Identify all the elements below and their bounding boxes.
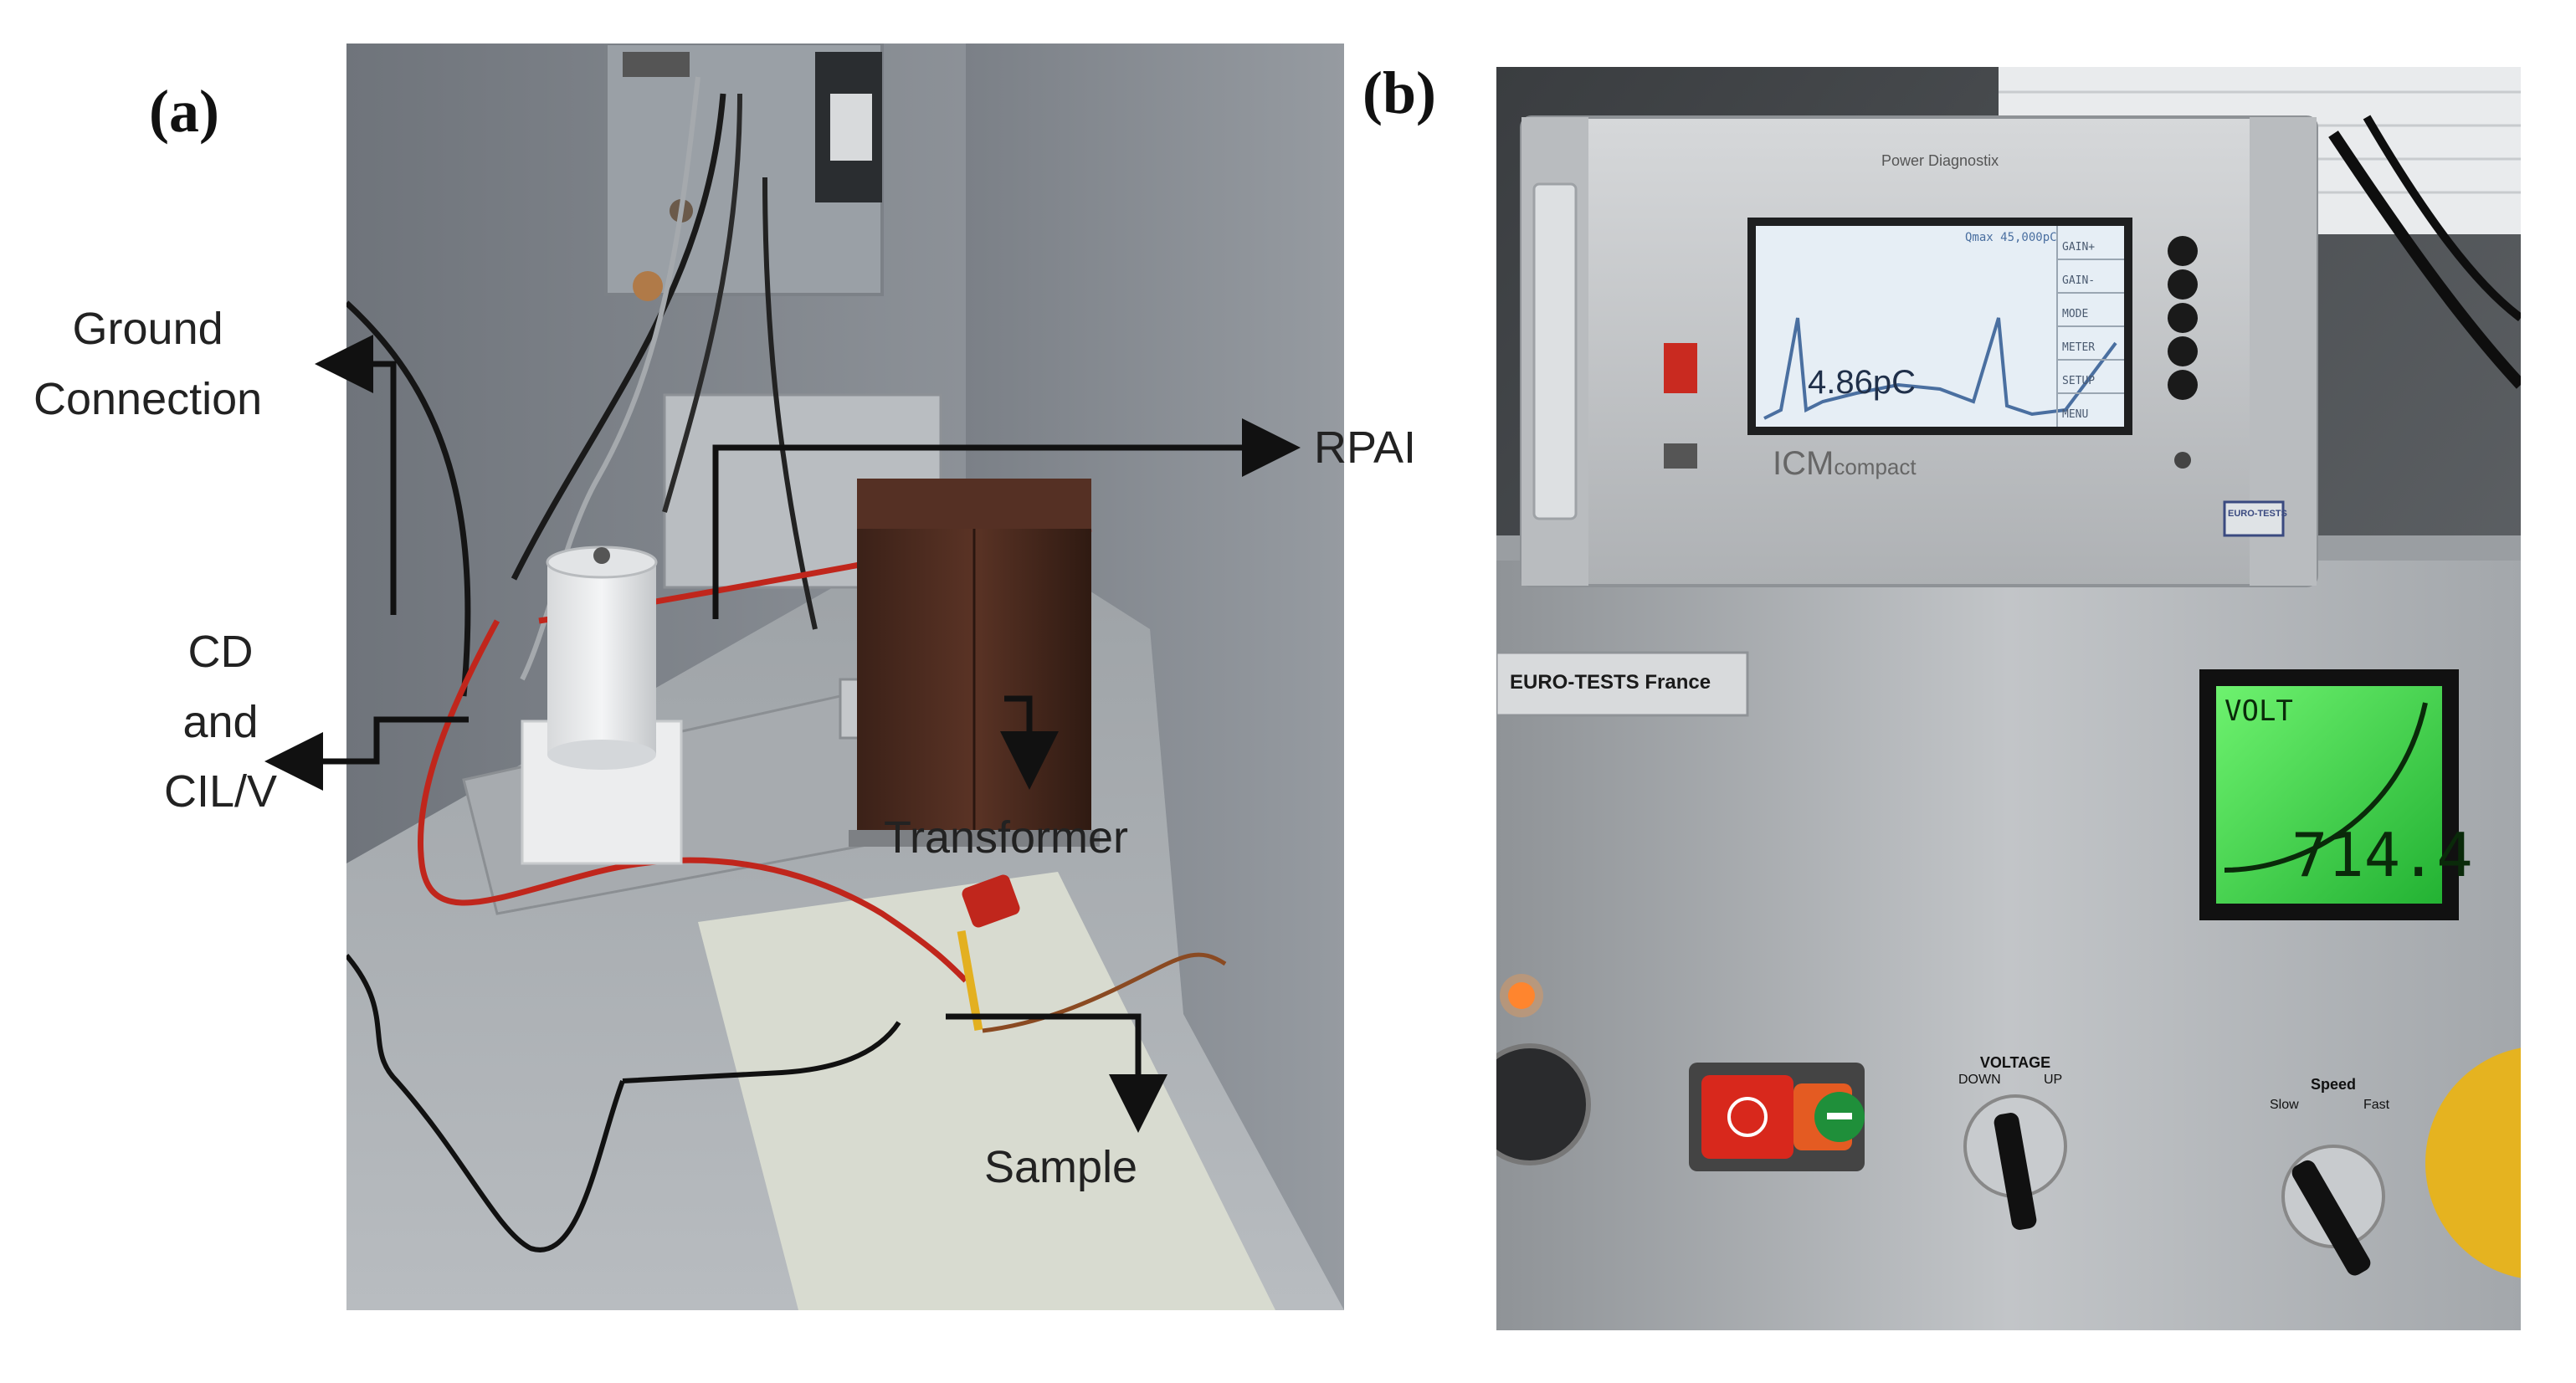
voltage-knob-title: VOLTAGE	[1979, 1054, 2051, 1071]
panel-nameplate: EURO-TESTS France	[1510, 671, 1711, 694]
callout-rpai: RPAI	[1314, 423, 1417, 473]
callout-sample: Sample	[984, 1142, 1138, 1192]
callout-ground-line1: Ground	[72, 304, 223, 354]
speed-knob-title: Speed	[2310, 1076, 2357, 1093]
voltage-knob-up: UP	[2044, 1073, 2063, 1087]
menu-menu: MENU	[2062, 408, 2089, 421]
ground-arrow	[315, 335, 397, 615]
callout-cd-line2: and	[182, 696, 259, 747]
callout-ground-line2: Connection	[33, 373, 263, 424]
device-brand-main: ICM	[1773, 445, 1835, 482]
panel-b-label: (b)	[1362, 59, 1436, 126]
menu-meter: METER	[2062, 341, 2096, 354]
device-brand-sub: compact	[1834, 454, 1917, 479]
meter-label: VOLT	[2224, 694, 2293, 728]
speed-knob-fast: Fast	[2363, 1098, 2390, 1112]
screen-top-readout: Qmax 45,000pC	[1965, 231, 2057, 244]
rpai-arrow	[712, 418, 1301, 619]
callout-cd-ciil: CD and CIL/V	[164, 617, 277, 827]
menu-gain-minus: GAIN-	[2062, 274, 2096, 287]
callout-transformer: Transformer	[884, 812, 1129, 863]
callout-ground-connection: Ground Connection	[33, 295, 262, 434]
cd-arrow	[264, 716, 469, 791]
menu-setup: SETUP	[2062, 375, 2096, 387]
panel-a-label: (a)	[149, 78, 219, 145]
device-badge: EURO-TESTS	[2228, 509, 2287, 519]
photo-test-chamber	[346, 44, 1344, 1310]
screen-pc-reading: 4.86pC	[1808, 364, 1916, 401]
screen-menu: GAIN+ GAIN- MODE METER SETUP MENU	[2062, 231, 2122, 432]
meter-reading: 714.4	[2291, 820, 2473, 890]
callout-cd-line3: CIL/V	[164, 766, 278, 817]
sample-arrow	[946, 1013, 1167, 1133]
callout-cd-line1: CD	[187, 627, 254, 677]
speed-knob-slow: Slow	[2270, 1098, 2299, 1112]
photo-measurement-instrument: Power Diagnostix Qmax 45,000pC 4.86pC GA…	[1496, 67, 2521, 1330]
voltage-knob-down: DOWN	[1958, 1073, 2001, 1087]
menu-gain-plus: GAIN+	[2062, 241, 2096, 254]
menu-mode: MODE	[2062, 308, 2089, 320]
device-header: Power Diagnostix	[1881, 152, 1999, 169]
device-brand: ICMcompact	[1773, 445, 1917, 483]
transformer-arrow	[1000, 695, 1059, 790]
